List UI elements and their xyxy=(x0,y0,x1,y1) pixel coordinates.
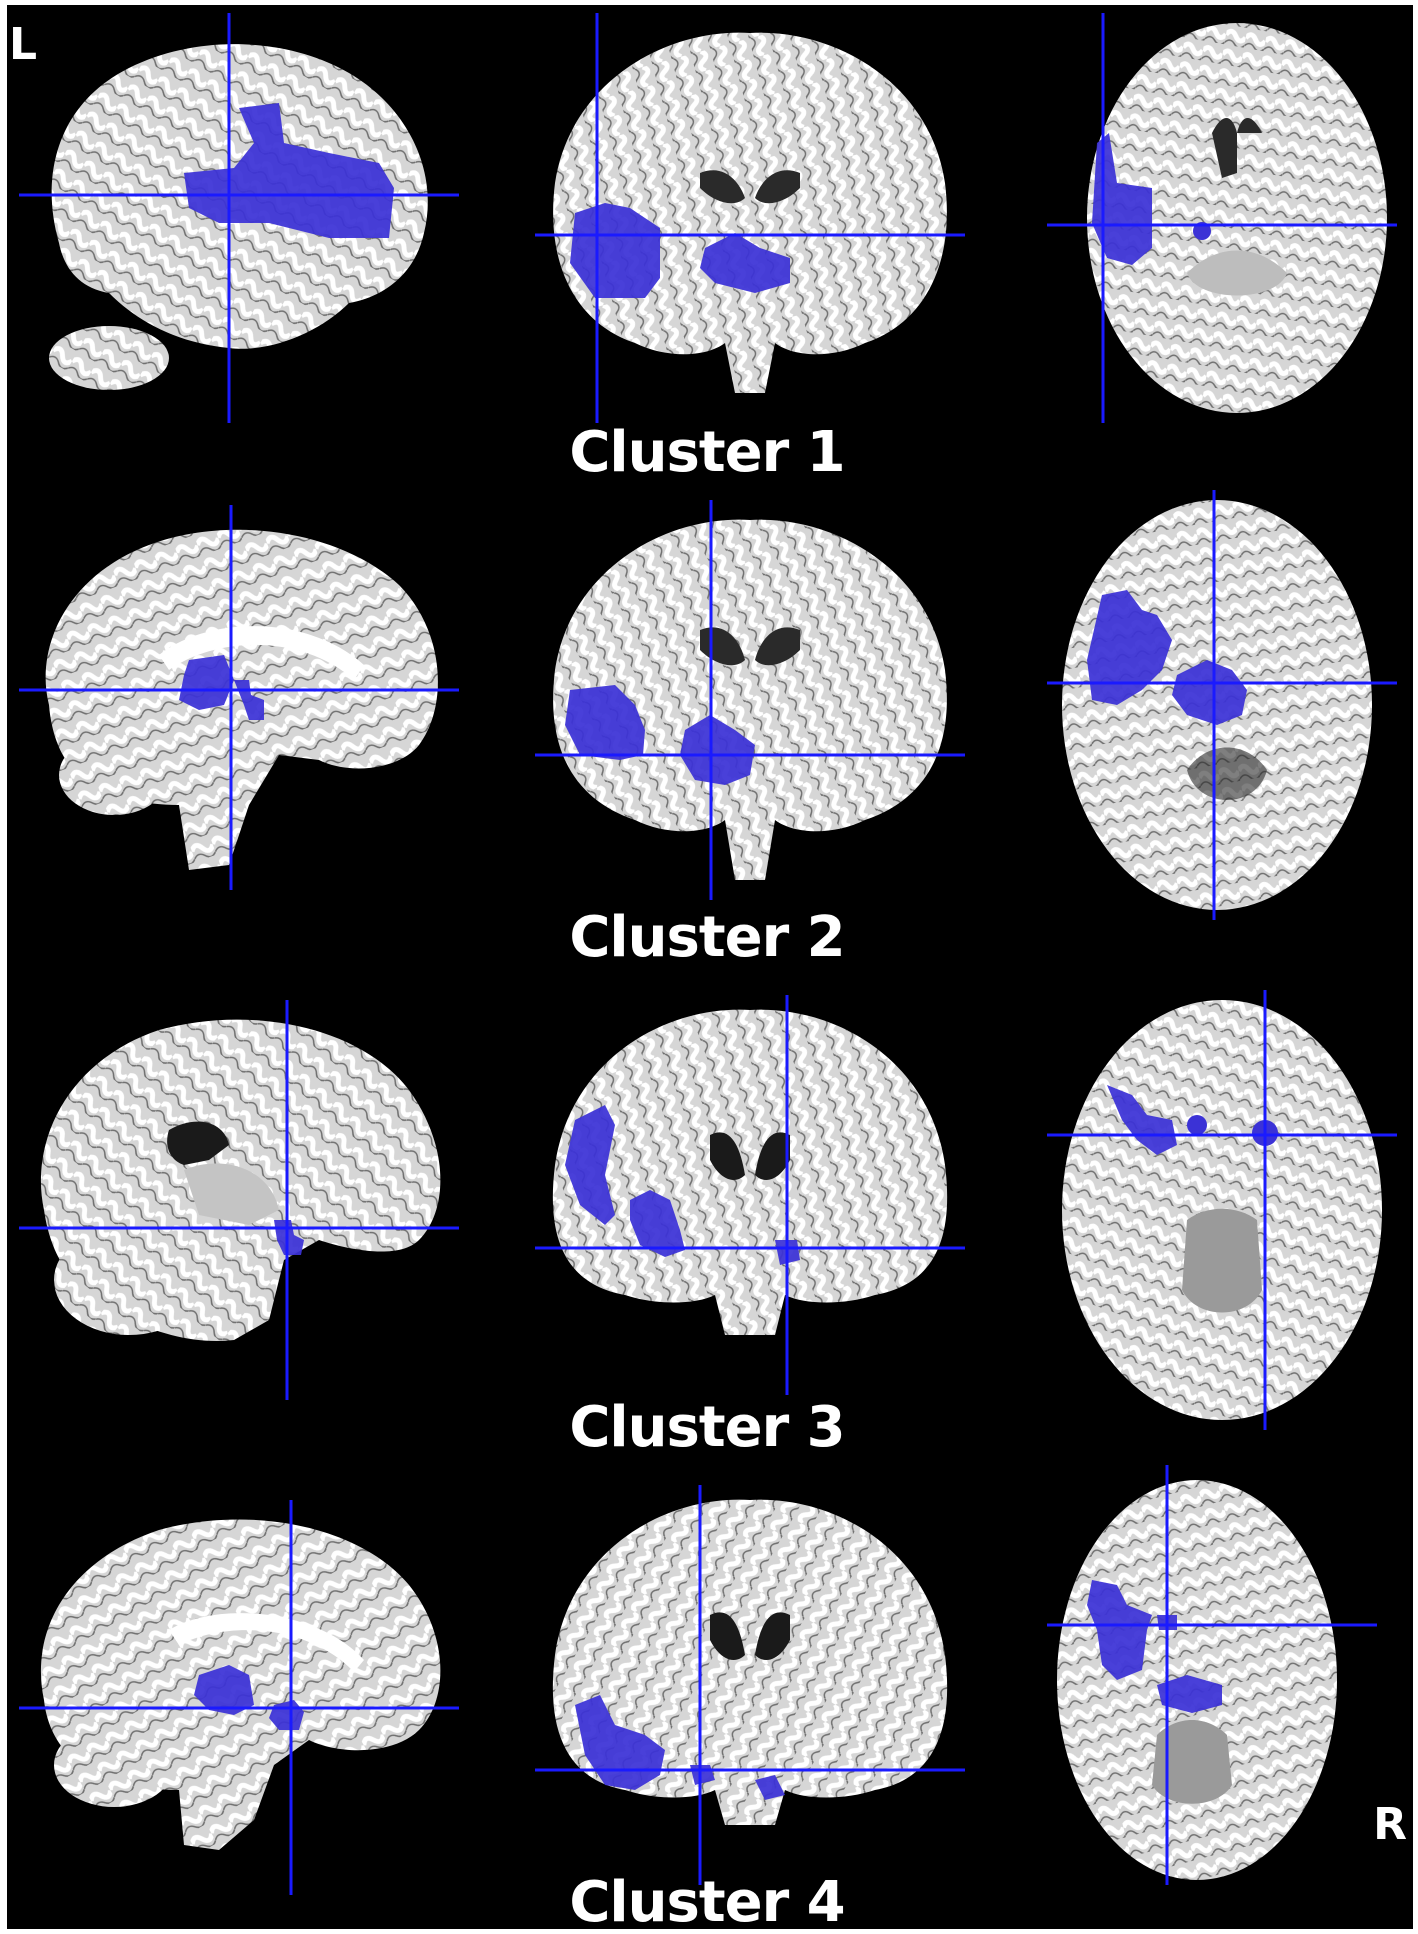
cluster-label: Cluster 3 xyxy=(569,1395,845,1460)
cluster-label: Cluster 4 xyxy=(569,1870,845,1930)
axial-slice xyxy=(1047,13,1397,423)
coronal-slice xyxy=(535,995,965,1395)
coronal-slice xyxy=(535,1485,965,1885)
axial-slice xyxy=(1047,490,1397,920)
axial-slice xyxy=(1047,990,1397,1430)
sagittal-slice xyxy=(19,1500,459,1895)
cluster-row-1: Cluster 1 xyxy=(7,5,1413,490)
sagittal-slice xyxy=(19,505,459,890)
cluster-label: Cluster 2 xyxy=(569,905,845,970)
cluster-row-4: Cluster 4 xyxy=(7,1465,1413,1929)
cluster-row-3: Cluster 3 xyxy=(7,975,1413,1465)
cluster-label: Cluster 1 xyxy=(569,420,845,485)
orientation-left-label: L xyxy=(9,19,38,70)
cluster-row-2: Cluster 2 xyxy=(7,490,1413,975)
sagittal-slice xyxy=(19,1000,459,1400)
sagittal-slice xyxy=(19,13,459,423)
orientation-right-label: R xyxy=(1373,1799,1407,1850)
brain-cluster-figure: L xyxy=(7,5,1413,1929)
axial-slice xyxy=(1047,1465,1377,1885)
coronal-slice xyxy=(535,13,965,423)
coronal-slice xyxy=(535,500,965,900)
